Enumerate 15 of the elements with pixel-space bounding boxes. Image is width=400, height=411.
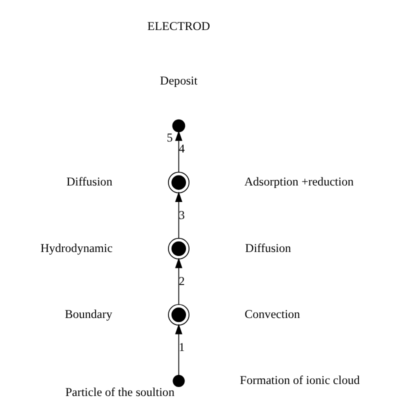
label: Diffusion <box>66 174 112 189</box>
label: Hydrodynamic <box>40 240 113 255</box>
label: ELECTROD <box>147 19 210 34</box>
edge-label: 3 <box>178 208 185 222</box>
edge-label: 2 <box>178 274 185 288</box>
label: Adsorption +reduction <box>244 174 354 189</box>
node-label: Particle of the soultion <box>65 385 174 400</box>
node-label: 5 <box>166 130 173 144</box>
label: Formation of ionic cloud <box>240 373 360 388</box>
label: Convection <box>244 306 300 321</box>
label: Diffusion <box>245 240 291 255</box>
label: Deposit <box>160 73 198 88</box>
edge-label: 1 <box>178 340 185 354</box>
label: Boundary <box>64 306 112 321</box>
edge-label: 4 <box>178 142 185 156</box>
